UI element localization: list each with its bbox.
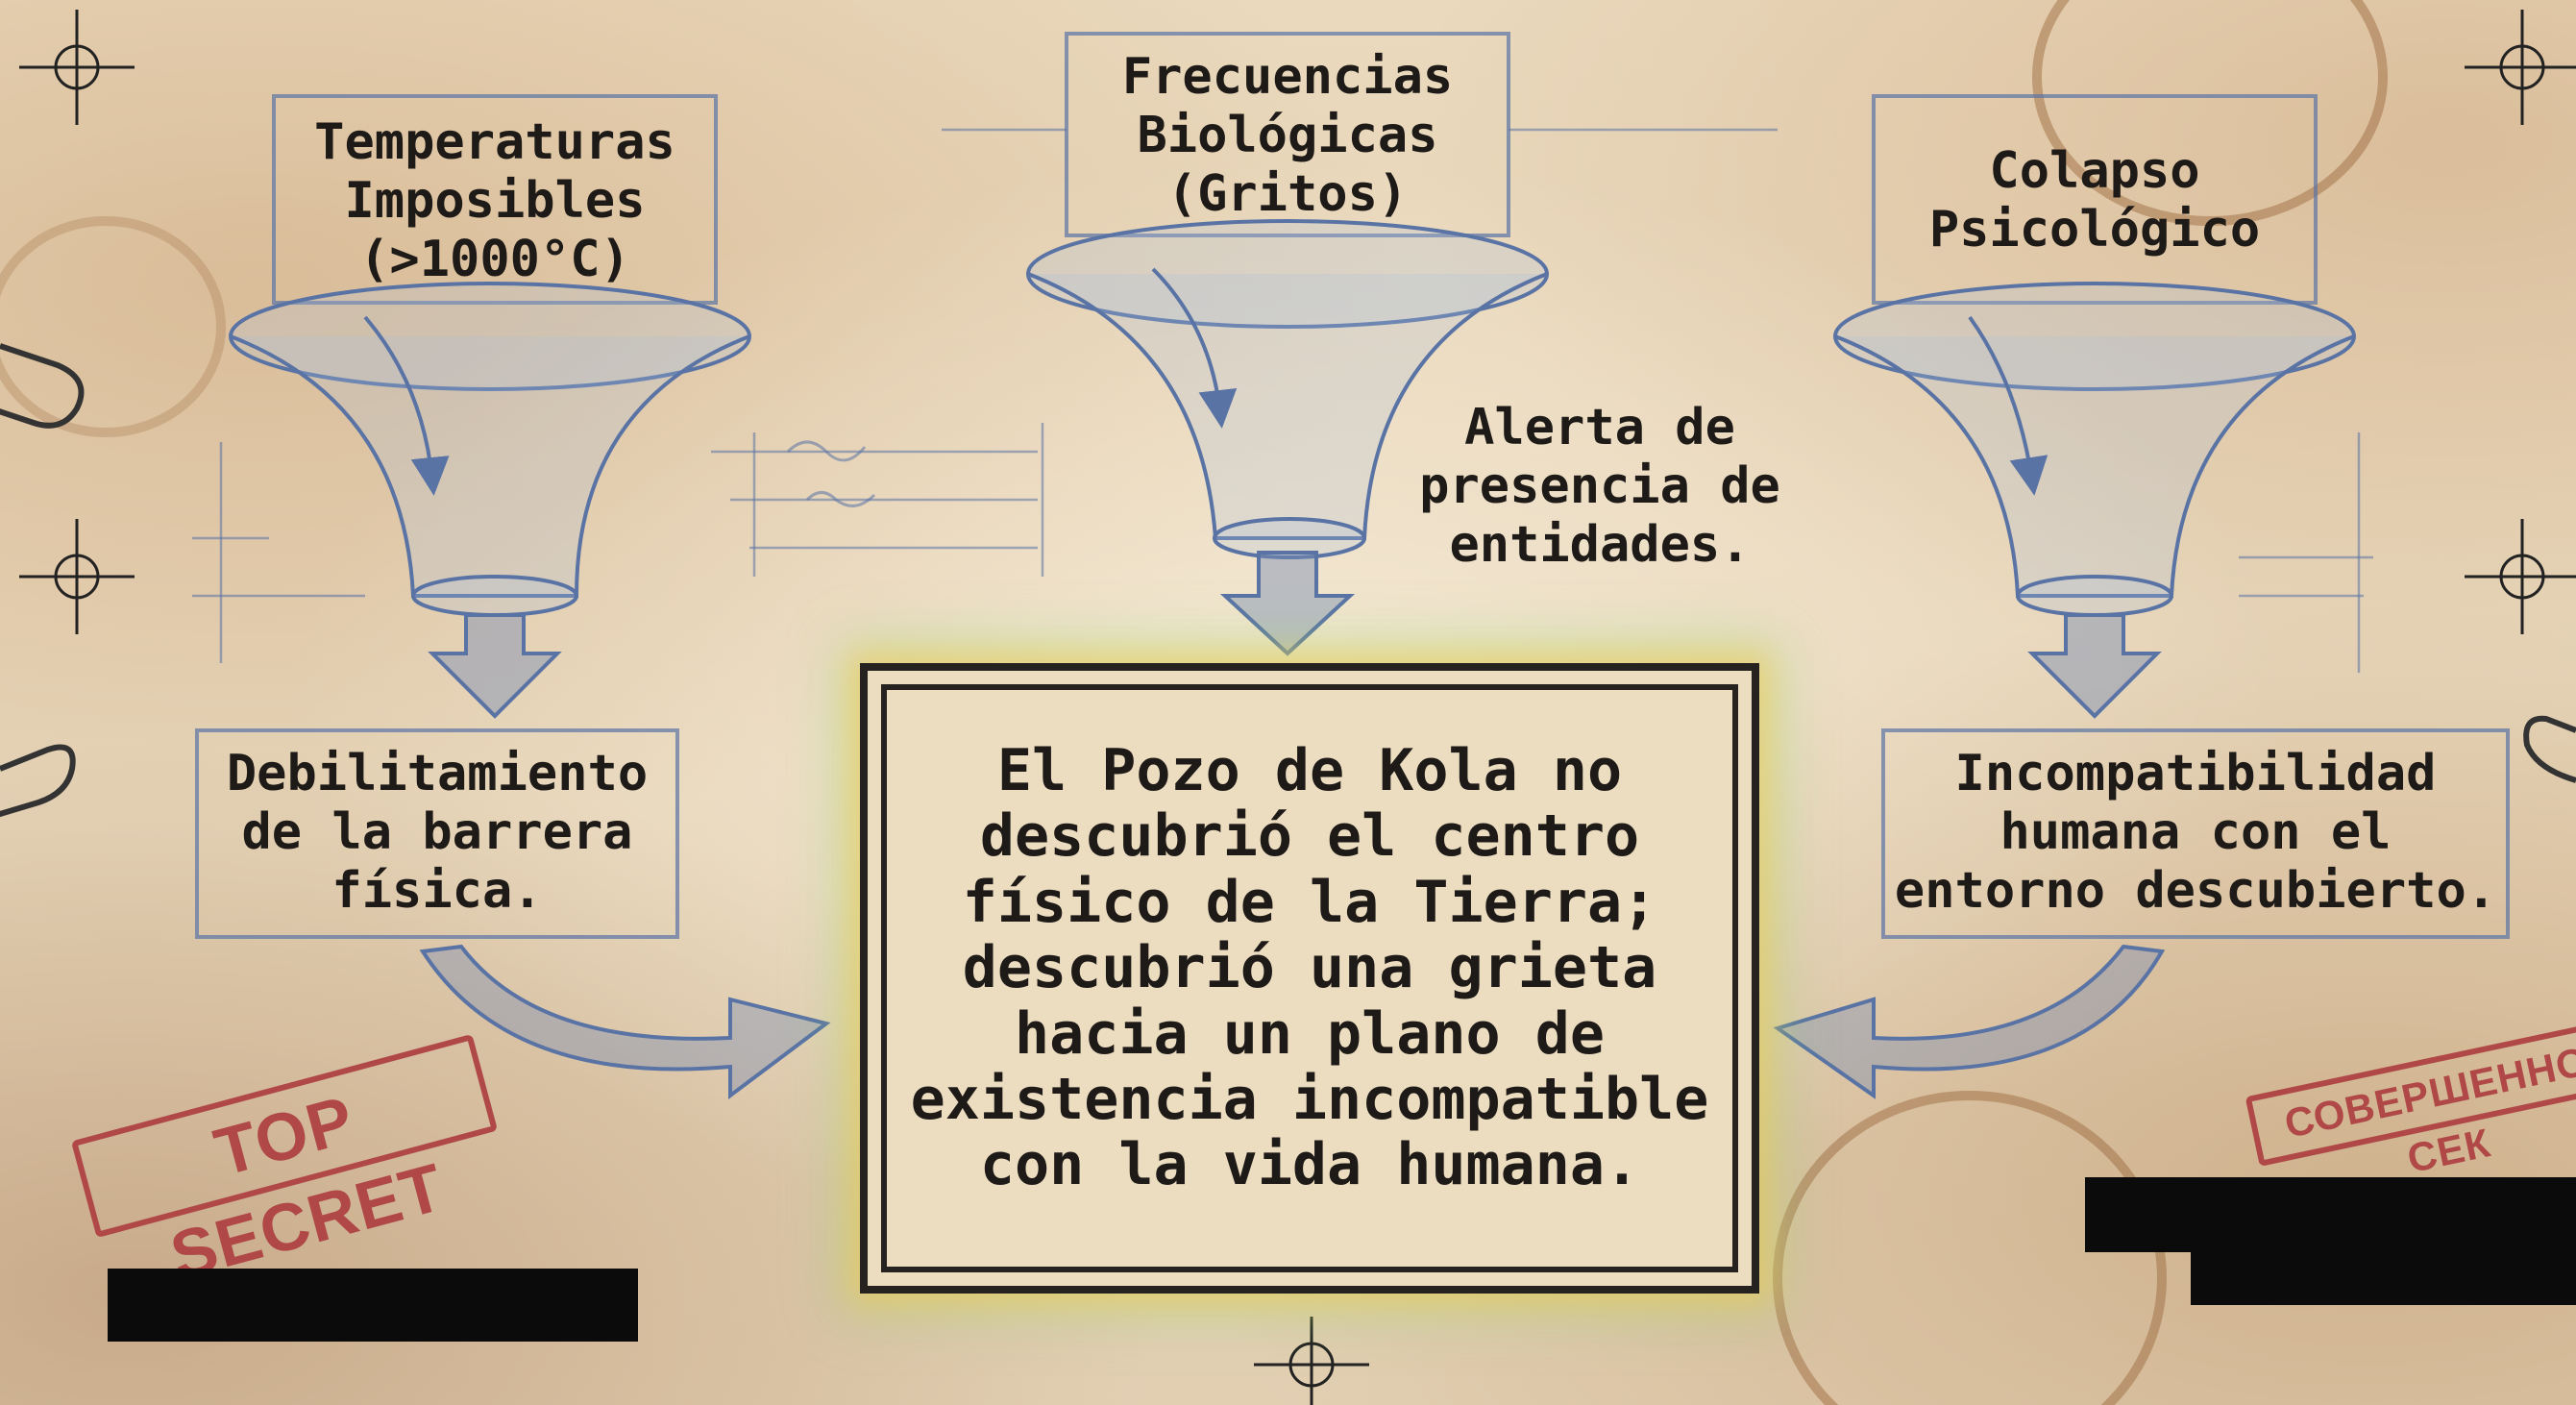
crosshair-icons [19,10,2576,1405]
label-frecuencias: Frecuencias Biológicas (Gritos) [1121,48,1454,223]
paper-clip-icons [0,343,2576,818]
sketch-guide-lines [192,128,2373,673]
box-frecuencias [1065,32,1510,237]
conclusion-text: El Pozo de Kola no descubrió el centro f… [910,737,1709,1199]
box-temperaturas [272,94,718,305]
funnel-left [229,282,751,617]
redaction-bar-left [108,1269,638,1342]
label-incompatibilidad: Incompatibilidad humana con el entorno d… [1894,745,2497,920]
box-incompatibilidad [1881,728,2510,939]
box-debilitamiento [195,728,679,939]
conclusion-box: El Pozo de Kola no descubrió el centro f… [860,663,1759,1294]
down-arrow-icons [428,551,2162,719]
funnel-center [1026,219,1549,559]
conclusion-inner-frame [881,684,1738,1272]
funnel-right [1833,282,2356,617]
inner-arrow-icons [363,267,2049,496]
funnel-icons [229,219,2356,617]
label-colapso: Colapso Psicológico [1928,142,2261,259]
curved-arrow-icons [419,944,2166,1099]
label-temperaturas: Temperaturas Imposibles (>1000°C) [314,113,675,288]
redaction-bar-right-top [2085,1177,2576,1252]
box-colapso [1872,94,2318,305]
redaction-bar-right-bottom [2191,1249,2576,1305]
label-debilitamiento: Debilitamiento de la barrera física. [226,745,649,920]
coffee-stains [0,0,2388,1405]
label-alerta: Alerta de presencia de entidades. [1419,399,1780,574]
